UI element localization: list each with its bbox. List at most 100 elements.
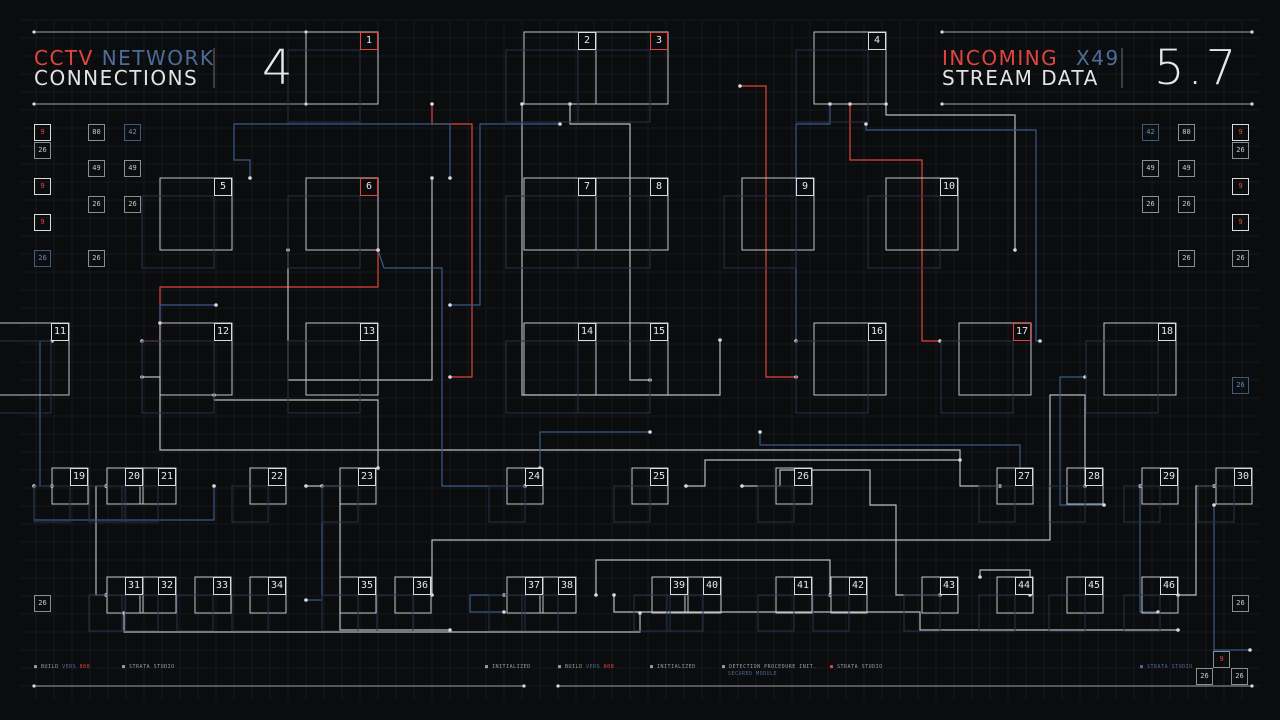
connection-line — [142, 250, 379, 342]
camera-node-5[interactable]: 5 — [214, 178, 232, 196]
camera-node-27[interactable]: 27 — [1015, 468, 1033, 486]
footer-initialized-label-2: INITIALIZED — [657, 664, 696, 670]
camera-frame-shadow-5 — [141, 195, 215, 269]
camera-node-13[interactable]: 13 — [360, 323, 378, 341]
camera-node-2[interactable]: 2 — [578, 32, 596, 50]
camera-node-7[interactable]: 7 — [578, 178, 596, 196]
camera-node-46[interactable]: 46 — [1160, 577, 1178, 595]
footer-cell-3: 26 — [1231, 668, 1248, 685]
connection-dot — [304, 484, 308, 488]
camera-node-8[interactable]: 8 — [650, 178, 668, 196]
left-panel-cell: 26 — [88, 250, 105, 267]
camera-node-1[interactable]: 1 — [360, 32, 378, 50]
connection-dot — [1038, 339, 1042, 343]
connection-dot — [448, 628, 452, 632]
camera-node-42[interactable]: 42 — [849, 577, 867, 595]
camera-frame-shadow-15 — [577, 340, 651, 414]
camera-frame-6 — [305, 177, 379, 251]
camera-node-40[interactable]: 40 — [703, 577, 721, 595]
camera-node-43[interactable]: 43 — [940, 577, 958, 595]
camera-node-3[interactable]: 3 — [650, 32, 668, 50]
footer-build-version-2: VERS — [586, 664, 601, 670]
connection-dot — [612, 593, 616, 597]
connection-line — [1178, 485, 1214, 596]
connection-dot — [978, 575, 982, 579]
connection-dot — [448, 303, 452, 307]
camera-node-6[interactable]: 6 — [360, 178, 378, 196]
camera-node-23[interactable]: 23 — [358, 468, 376, 486]
connection-line — [849, 104, 940, 342]
camera-node-41[interactable]: 41 — [794, 577, 812, 595]
camera-node-30[interactable]: 30 — [1234, 468, 1252, 486]
camera-node-39[interactable]: 39 — [670, 577, 688, 595]
connection-dot — [212, 484, 216, 488]
camera-frame-18 — [1103, 322, 1177, 396]
connection-count: 4 — [262, 40, 293, 96]
camera-frame-shadow-42 — [812, 594, 850, 632]
camera-frame-shadow-39 — [633, 594, 671, 632]
camera-node-17[interactable]: 17 — [1013, 323, 1031, 341]
connection-dot — [430, 176, 434, 180]
camera-node-32[interactable]: 32 — [158, 577, 176, 595]
camera-node-33[interactable]: 33 — [213, 577, 231, 595]
camera-node-34[interactable]: 34 — [268, 577, 286, 595]
camera-node-11[interactable]: 11 — [51, 323, 69, 341]
footer-build-code: 808 — [79, 664, 91, 670]
camera-node-26[interactable]: 26 — [794, 468, 812, 486]
camera-node-21[interactable]: 21 — [158, 468, 176, 486]
camera-frame-shadow-27 — [978, 485, 1016, 523]
right-panel-cell: 26 — [1178, 250, 1195, 267]
connection-dot — [864, 122, 868, 126]
camera-frame-shadow-46 — [1123, 594, 1161, 632]
connection-dot — [430, 102, 434, 106]
camera-node-31[interactable]: 31 — [125, 577, 143, 595]
camera-node-16[interactable]: 16 — [868, 323, 886, 341]
camera-node-15[interactable]: 15 — [650, 323, 668, 341]
camera-frame-shadow-40 — [666, 594, 704, 632]
header-left-subtitle: CONNECTIONS — [34, 66, 199, 90]
connection-dot — [740, 484, 744, 488]
camera-frame-shadow-29 — [1123, 485, 1161, 523]
camera-node-9[interactable]: 9 — [796, 178, 814, 196]
right-panel-cell: 49 — [1178, 160, 1195, 177]
camera-frame-shadow-34 — [231, 594, 269, 632]
camera-node-14[interactable]: 14 — [578, 323, 596, 341]
camera-node-29[interactable]: 29 — [1160, 468, 1178, 486]
camera-node-4[interactable]: 4 — [868, 32, 886, 50]
connection-dot — [448, 176, 452, 180]
camera-frame-8 — [595, 177, 669, 251]
camera-node-36[interactable]: 36 — [413, 577, 431, 595]
camera-node-45[interactable]: 45 — [1085, 577, 1103, 595]
camera-frame-shadow-17 — [940, 340, 1014, 414]
camera-frame-9 — [741, 177, 815, 251]
camera-frame-shadow-24 — [488, 485, 526, 523]
camera-node-25[interactable]: 25 — [650, 468, 668, 486]
connection-line — [1213, 505, 1250, 651]
connection-line — [885, 104, 1016, 250]
footer-build-label: BUILD — [41, 664, 59, 670]
footer-detection-label: DETECTION PROCEDURE INIT. — [729, 664, 817, 670]
camera-node-28[interactable]: 28 — [1085, 468, 1103, 486]
camera-frame-shadow-28 — [1048, 485, 1086, 523]
camera-frame-shadow-12 — [141, 340, 215, 414]
camera-node-18[interactable]: 18 — [1158, 323, 1176, 341]
camera-node-38[interactable]: 38 — [558, 577, 576, 595]
left-panel-cell: 49 — [124, 160, 141, 177]
camera-node-20[interactable]: 20 — [125, 468, 143, 486]
connection-dot — [558, 122, 562, 126]
camera-frame-shadow-9 — [723, 195, 797, 269]
right-panel-cell: 26 — [1232, 250, 1249, 267]
camera-frame-shadow-16 — [795, 340, 869, 414]
camera-node-22[interactable]: 22 — [268, 468, 286, 486]
camera-node-44[interactable]: 44 — [1015, 577, 1033, 595]
header-right-rule-top-dot — [1250, 30, 1254, 34]
camera-node-37[interactable]: 37 — [525, 577, 543, 595]
camera-node-35[interactable]: 35 — [358, 577, 376, 595]
camera-node-10[interactable]: 10 — [940, 178, 958, 196]
stream-value: 5.7 — [1154, 40, 1240, 96]
camera-node-24[interactable]: 24 — [525, 468, 543, 486]
connection-line — [613, 595, 1178, 631]
camera-node-12[interactable]: 12 — [214, 323, 232, 341]
camera-node-19[interactable]: 19 — [70, 468, 88, 486]
camera-frame-17 — [958, 322, 1032, 396]
